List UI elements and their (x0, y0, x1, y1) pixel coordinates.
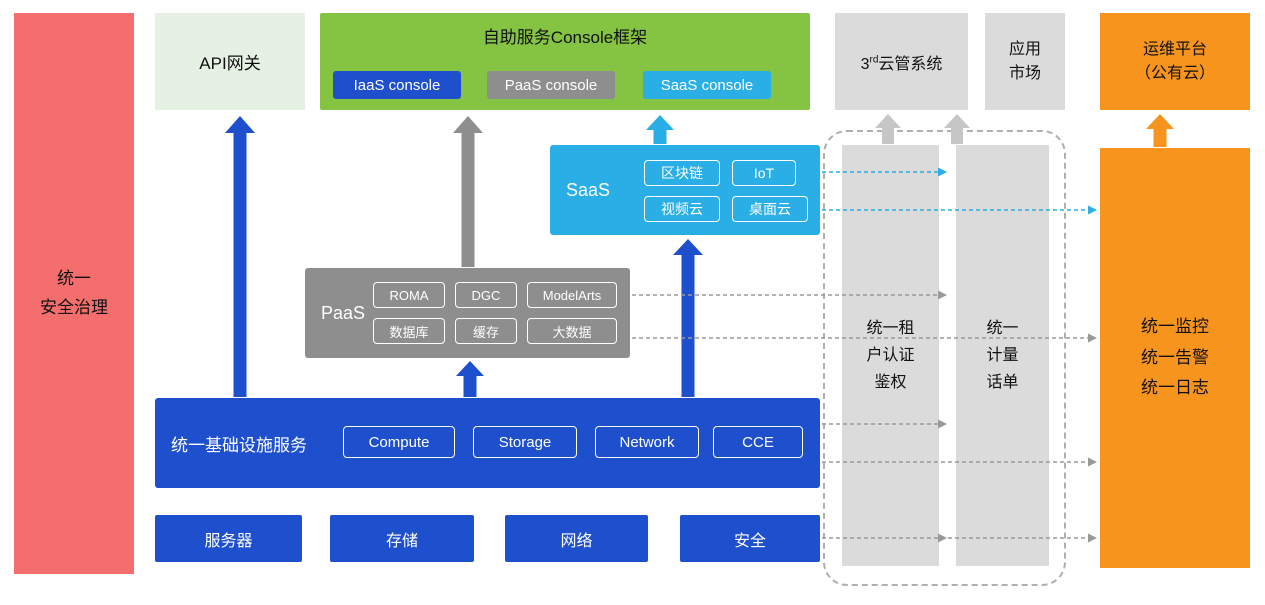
dashed-arrowhead (1088, 333, 1097, 343)
arrow-saas-to-console (646, 115, 674, 144)
third-party-cms-box: 3rd云管系统 (835, 13, 968, 110)
console-frame-title: 自助服务Console框架 (482, 28, 648, 47)
third-party-cms-label: 3rd云管系统 (861, 50, 943, 74)
metering-billing-bar: 统一 计量 话单 (956, 145, 1049, 566)
dashed-arrowhead (1088, 457, 1097, 467)
saas-item-iot: IoT (732, 160, 796, 186)
paas-console-chip: PaaS console (487, 71, 615, 99)
infra-item-storage: Storage (473, 426, 577, 458)
infra-item-network: Network (595, 426, 699, 458)
saas-item-video-cloud: 视频云 (644, 196, 720, 222)
security-governance-bar: 统一 安全治理 (14, 13, 134, 574)
monitor-alarm-log-bar: 统一监控 统一告警 统一日志 (1100, 148, 1250, 568)
hardware-box-network: 网络 (505, 515, 648, 562)
third-party-cms-rest: 云管系统 (878, 55, 943, 73)
saas-item-desktop-cloud: 桌面云 (732, 196, 808, 222)
hardware-box-storage: 存储 (330, 515, 474, 562)
api-gateway-box: API网关 (155, 13, 305, 110)
saas-label: SaaS (566, 179, 611, 200)
infrastructure-box: 统一基础设施服务 Compute Storage Network CCE (155, 398, 820, 488)
app-market-box: 应用 市场 (985, 13, 1065, 110)
arrow-infra-to-saas (673, 239, 703, 397)
arrow-monitor-to-om (1146, 114, 1174, 147)
paas-item-bigdata: 大数据 (527, 318, 617, 344)
infra-item-cce: CCE (713, 426, 803, 458)
paas-box: PaaS ROMA DGC ModelArts 数据库 缓存 大数据 (305, 268, 630, 358)
dashed-arrowhead (1088, 533, 1097, 543)
paas-item-database: 数据库 (373, 318, 445, 344)
paas-label: PaaS (321, 302, 366, 323)
arrow-infra-to-paas (456, 361, 484, 397)
tenant-auth-bar: 统一租 户认证 鉴权 (842, 145, 939, 566)
om-platform-box: 运维平台 （公有云） (1100, 13, 1250, 110)
console-frame-box: 自助服务Console框架 IaaS console PaaS console … (320, 13, 810, 110)
paas-item-roma: ROMA (373, 282, 445, 308)
saas-console-chip: SaaS console (643, 71, 771, 99)
paas-item-cache: 缓存 (455, 318, 517, 344)
saas-box: SaaS 区块链 IoT 视频云 桌面云 (550, 145, 820, 235)
iaas-console-chip: IaaS console (333, 71, 461, 99)
dashed-arrowhead (1088, 205, 1097, 215)
paas-item-modelarts: ModelArts (527, 282, 617, 308)
hardware-box-security: 安全 (680, 515, 820, 562)
hardware-box-server: 服务器 (155, 515, 302, 562)
paas-item-dgc: DGC (455, 282, 517, 308)
arrow-infra-to-api-gateway (225, 116, 255, 397)
saas-item-blockchain: 区块链 (644, 160, 720, 186)
infra-item-compute: Compute (343, 426, 455, 458)
third-party-cms-prefix: 3 (860, 55, 870, 73)
third-party-cms-sup: rd (869, 54, 879, 66)
infrastructure-label: 统一基础设施服务 (171, 435, 307, 455)
arrow-paas-to-console (453, 116, 483, 267)
